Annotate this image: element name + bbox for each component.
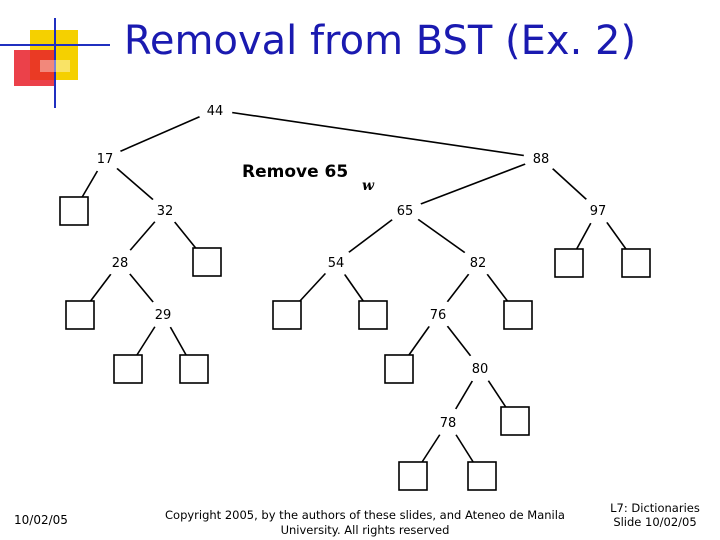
node-circle	[145, 299, 181, 329]
node-circle	[147, 195, 183, 225]
node-circle	[462, 353, 498, 383]
external-leaf-node	[500, 406, 530, 436]
copyright-line-2: University. All rights reserved	[280, 523, 450, 537]
tree-node-80: 80	[462, 353, 498, 383]
tree-node-29: 29	[145, 299, 181, 329]
node-key-label: 65	[397, 204, 414, 219]
external-leaf-node	[113, 354, 143, 384]
tree-node-97: 97	[580, 195, 616, 225]
tree-edge	[214, 109, 542, 159]
tree-node-76: 76	[420, 299, 456, 329]
external-leaf-node	[192, 247, 222, 277]
tree-node-17: 17	[87, 143, 123, 173]
footer-slide-info: L7: Dictionaries Slide 10/02/05	[598, 501, 712, 529]
external-leaf-node	[358, 300, 388, 330]
node-circle	[387, 195, 423, 225]
footer-date: 10/02/05	[14, 513, 68, 527]
node-key-label: 78	[440, 416, 457, 431]
external-leaf-node	[621, 248, 651, 278]
node-circle	[318, 247, 354, 277]
tree-node-82: 82	[460, 247, 496, 277]
node-key-label: 54	[328, 256, 345, 271]
node-circle	[460, 247, 496, 277]
tree-edge	[104, 109, 216, 159]
tree-node-28: 28	[102, 247, 138, 277]
node-key-label: 17	[97, 152, 114, 167]
node-key-label: 82	[470, 256, 487, 271]
external-leaf-node	[384, 354, 414, 384]
tree-node-44: 44	[197, 95, 233, 125]
slide-course-label: L7: Dictionaries	[610, 501, 700, 515]
node-key-label: 32	[157, 204, 174, 219]
w-pointer-label: w	[362, 178, 375, 194]
remove-annotation: Remove 65	[242, 162, 349, 182]
tree-node-65: 65	[387, 195, 423, 225]
external-leaf-node	[503, 300, 533, 330]
copyright-line-1: Copyright 2005, by the authors of these …	[165, 508, 565, 522]
node-key-label: 88	[533, 152, 550, 167]
node-circle	[197, 95, 233, 125]
node-key-label: 28	[112, 256, 129, 271]
tree-node-88: 88	[523, 143, 559, 173]
external-leaf-node	[65, 300, 95, 330]
node-circle	[420, 299, 456, 329]
tree-node-32: 32	[147, 195, 183, 225]
node-key-label: 97	[590, 204, 607, 219]
node-key-label: 44	[207, 104, 224, 119]
external-leaf-node	[398, 461, 428, 491]
slide-logo	[0, 18, 110, 108]
node-circle	[580, 195, 616, 225]
node-circle	[430, 407, 466, 437]
slide-title: Removal from BST (Ex. 2)	[123, 18, 637, 64]
node-circle	[523, 143, 559, 173]
node-key-label: 29	[155, 308, 172, 323]
external-leaf-node	[59, 196, 89, 226]
external-leaf-node	[554, 248, 584, 278]
tree-node-78: 78	[430, 407, 466, 437]
tree-edge	[404, 157, 542, 211]
node-circle	[102, 247, 138, 277]
external-leaf-node	[467, 461, 497, 491]
slide-number-label: Slide 10/02/05	[613, 515, 697, 529]
node-key-label: 80	[472, 362, 489, 377]
node-key-label: 76	[430, 308, 447, 323]
footer-copyright: Copyright 2005, by the authors of these …	[155, 508, 575, 538]
tree-node-54: 54	[318, 247, 354, 277]
external-leaf-node	[179, 354, 209, 384]
node-circle	[87, 143, 123, 173]
external-leaf-node	[272, 300, 302, 330]
